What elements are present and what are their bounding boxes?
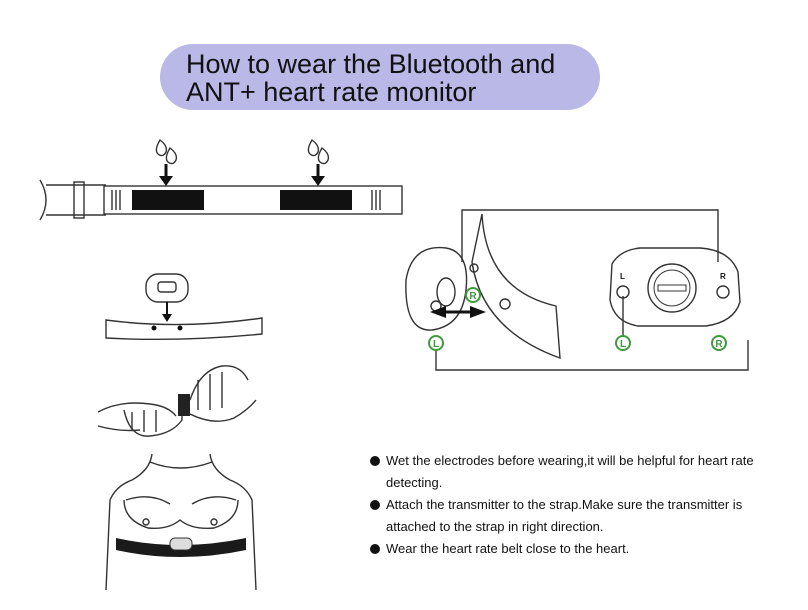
transmitter-left-label: L (620, 272, 625, 281)
water-drop-icon (307, 138, 330, 186)
water-drop-icon (155, 138, 178, 186)
svg-text:R: R (715, 339, 723, 350)
instruction-item: Wet the electrodes before wearing,it wil… (370, 450, 790, 494)
page-title: How to wear the Bluetooth and ANT+ heart… (186, 49, 556, 107)
instruction-item: Attach the transmitter to the strap.Make… (370, 494, 790, 538)
electrode-badge-right: R (711, 335, 727, 351)
strap-wetting-illustration (39, 138, 403, 221)
strap-electrode-right (280, 190, 352, 210)
torso-illustration (105, 453, 257, 591)
instruction-item: Wear the heart rate belt close to the he… (370, 538, 790, 560)
hands-illustration (97, 365, 257, 437)
transmitter-attach-illustration (105, 273, 263, 341)
transmitter-right-label: R (720, 272, 726, 281)
svg-text:L: L (433, 339, 439, 350)
strap-electrode-left (132, 190, 204, 210)
electrode-badge-left: L (428, 335, 444, 351)
electrode-badge-right: R (465, 287, 481, 303)
svg-text:R: R (469, 291, 477, 302)
title-banner: How to wear the Bluetooth and ANT+ heart… (160, 44, 600, 110)
instruction-list: Wet the electrodes before wearing,it wil… (370, 450, 790, 560)
svg-text:L: L (620, 339, 626, 350)
electrode-wiring-diagram: L R R L L R (405, 209, 749, 371)
electrode-badge-left: L (615, 335, 631, 351)
